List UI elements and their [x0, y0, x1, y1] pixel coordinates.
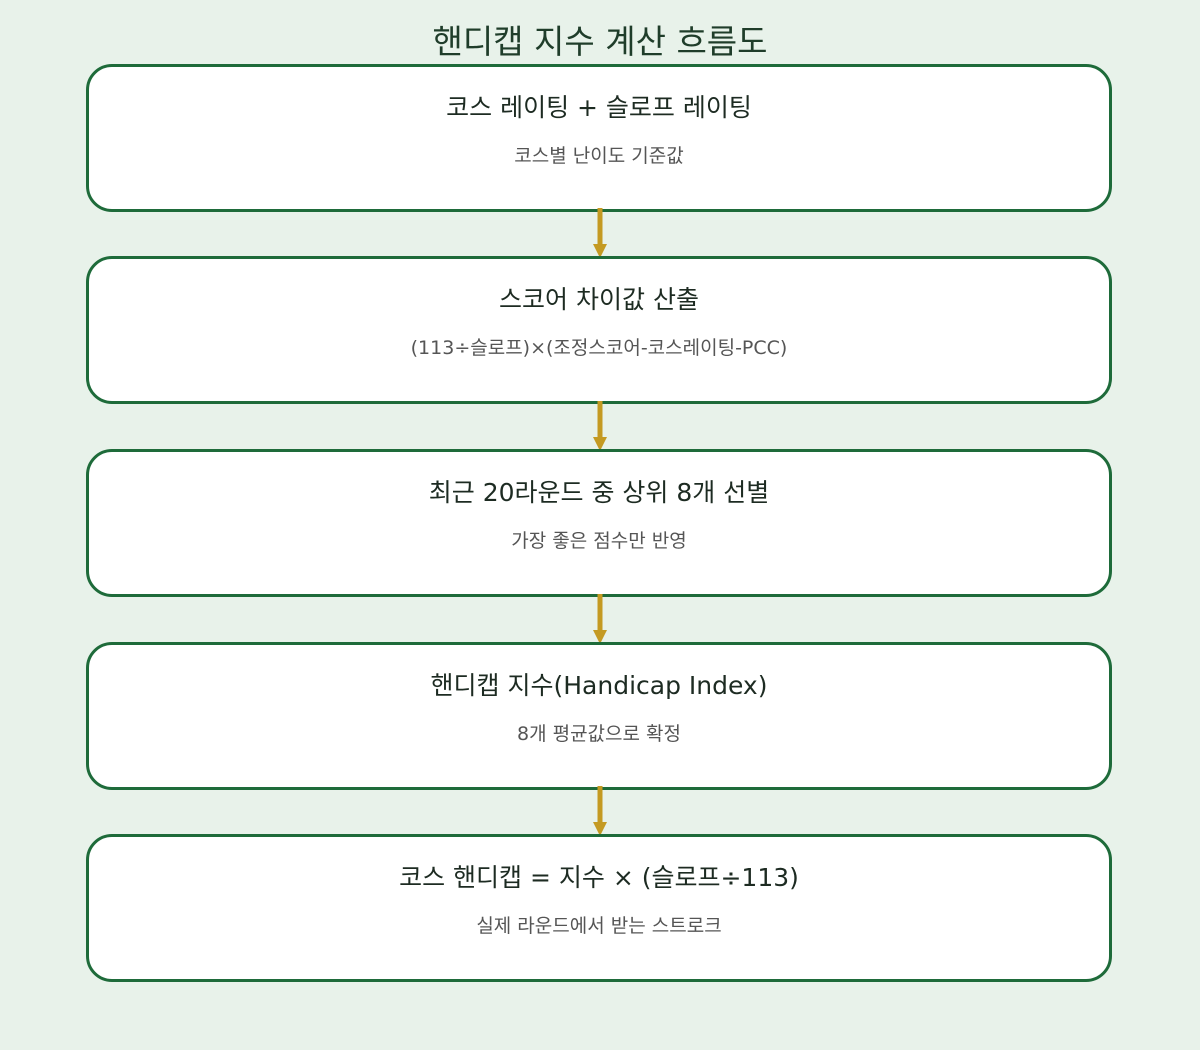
flow-arrow-down-icon: [593, 594, 607, 644]
step-subtitle: 코스별 난이도 기준값: [514, 145, 684, 167]
flow-step-handicap-index: 핸디캡 지수(Handicap Index) 8개 평균값으로 확정: [86, 642, 1112, 790]
flow-step-course-rating: 코스 레이팅 + 슬로프 레이팅 코스별 난이도 기준값: [86, 64, 1112, 212]
flow-arrow-down-icon: [593, 786, 607, 836]
step-subtitle: 8개 평균값으로 확정: [516, 723, 681, 745]
step-title: 코스 핸디캡 = 지수 × (슬로프÷113): [399, 863, 799, 892]
step-subtitle: 실제 라운드에서 받는 스트로크: [476, 915, 722, 937]
step-subtitle: 가장 좋은 점수만 반영: [511, 530, 687, 552]
step-subtitle: (113÷슬로프)×(조정스코어-코스레이팅-PCC): [410, 337, 788, 359]
flow-arrow-down-icon: [593, 401, 607, 451]
step-title: 코스 레이팅 + 슬로프 레이팅: [446, 93, 752, 122]
flow-arrow-down-icon: [593, 208, 607, 258]
step-title: 핸디캡 지수(Handicap Index): [430, 671, 768, 700]
step-title: 스코어 차이값 산출: [499, 285, 699, 314]
diagram-title: 핸디캡 지수 계산 흐름도: [432, 22, 768, 61]
flow-step-best-eight-selection: 최근 20라운드 중 상위 8개 선별 가장 좋은 점수만 반영: [86, 449, 1112, 597]
step-title: 최근 20라운드 중 상위 8개 선별: [428, 478, 770, 507]
flow-step-course-handicap: 코스 핸디캡 = 지수 × (슬로프÷113) 실제 라운드에서 받는 스트로크: [86, 834, 1112, 982]
flow-step-score-differential: 스코어 차이값 산출 (113÷슬로프)×(조정스코어-코스레이팅-PCC): [86, 256, 1112, 404]
